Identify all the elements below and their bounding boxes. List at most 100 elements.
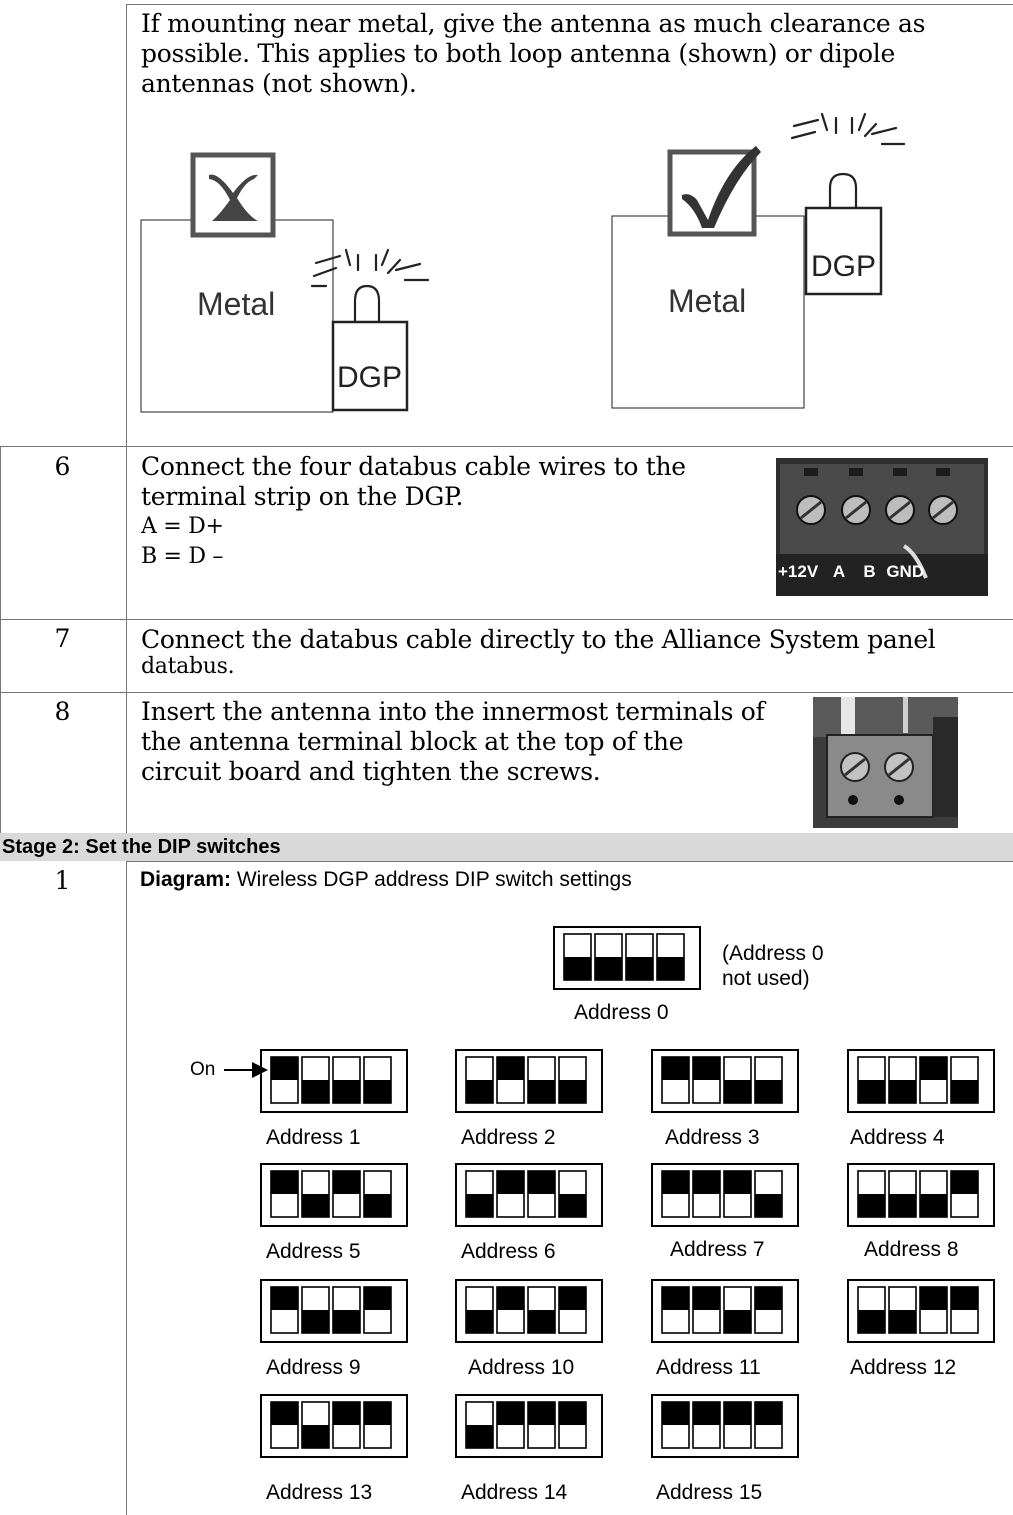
address-0-note-line: (Address 0 [722,942,824,965]
antenna-terminal-photo [813,697,958,828]
dip-toggle-4 [754,1056,783,1104]
dip-toggle-3 [527,1286,556,1334]
dip-toggle-2 [301,1286,330,1334]
address-label: Address 1 [266,1126,361,1149]
dip-toggle-2 [496,1170,525,1218]
diagram-title: Diagram: Wireless DGP address DIP switch… [140,866,632,894]
terminal-label: A [832,562,845,581]
dgp-label-left: DGP [337,361,402,394]
dgp-box-left [331,320,409,412]
dip-switch-frame [455,1163,603,1227]
dip-toggle-1 [465,1286,494,1334]
dip-switch-address-13 [260,1394,408,1458]
step-6-line: Connect the four databus cable wires to … [141,452,686,481]
dip-toggle-2 [301,1170,330,1218]
dip-toggle-3 [527,1170,556,1218]
address-label: Address 11 [656,1356,761,1379]
row-divider [0,692,1013,693]
dip-toggle-2 [888,1056,917,1104]
step-7-text: Connect the databus cable directly to th… [141,624,1011,679]
row-divider [0,619,1013,620]
step-8-line: the antenna terminal block at the top of… [141,727,684,756]
dip-toggle-2 [496,1056,525,1104]
dip-switch-address-5 [260,1163,408,1227]
dip-switch-address-15 [651,1394,799,1458]
dip-toggle-2 [888,1170,917,1218]
dip-toggle-2 [692,1170,721,1218]
dip-toggle-4 [950,1056,979,1104]
dip-switch-frame [455,1279,603,1343]
address-label: Address 2 [461,1126,556,1149]
address-label: Address 5 [266,1240,361,1263]
dip-toggle-4 [754,1170,783,1218]
dip-toggle-1 [661,1401,690,1449]
dip-toggle-3 [527,1056,556,1104]
cross-icon [190,152,276,238]
dip-toggle-1 [661,1170,690,1218]
dip-toggle-3 [723,1170,752,1218]
dip-switch-address-9 [260,1279,408,1343]
terminal-labels: +12V A B GND [778,562,924,582]
dip-toggle-4 [363,1401,392,1449]
dip-toggle-3 [723,1401,752,1449]
dip-toggle-4 [363,1170,392,1218]
dip-switch-address-1 [260,1049,408,1113]
step-8-line: Insert the antenna into the innermost te… [141,697,765,726]
dip-toggle-3 [332,1286,361,1334]
dip-toggle-1 [465,1056,494,1104]
address-label: Address 0 [574,1001,669,1024]
dip-switch-frame [651,1049,799,1113]
intro-line: antennas (not shown). [141,69,417,98]
stage-2-step-number: 1 [54,866,71,895]
terminal-label: GND [886,562,925,581]
step-6-line: B = D – [141,544,224,569]
loop-antenna-icon [353,284,381,322]
dip-toggle-4 [558,1401,587,1449]
dip-switch-address-14 [455,1394,603,1458]
dip-toggle-1 [270,1170,299,1218]
address-label: Address 15 [656,1481,763,1504]
dip-toggle-1 [661,1056,690,1104]
dip-toggle-4 [950,1286,979,1334]
dip-switch-frame [847,1163,995,1227]
terminal-label: B [863,562,876,581]
dip-toggle-2 [692,1286,721,1334]
dgp-box-right [804,206,883,296]
address-label: Address 8 [864,1238,959,1261]
dip-switch-address-7 [651,1163,799,1227]
step-7-line: Connect the databus cable directly to th… [141,625,936,654]
address-label: Address 14 [461,1481,568,1504]
step-8-text: Insert the antenna into the innermost te… [141,697,801,787]
dip-switch-address-12 [847,1279,995,1343]
dip-toggle-1 [563,933,592,981]
dip-toggle-4 [363,1056,392,1104]
intro-line: If mounting near metal, give the antenna… [141,9,926,38]
dip-switch-address-3 [651,1049,799,1113]
stage-2-header: Stage 2: Set the DIP switches [0,833,1013,861]
arrow-right-icon [224,1062,268,1078]
row-divider [0,446,1013,447]
dip-switch-frame [260,1163,408,1227]
dip-toggle-3 [332,1170,361,1218]
row-divider [126,861,1013,862]
metal-clearance-figure: Metal DGP Metal DGP [140,112,906,413]
dip-toggle-3 [919,1056,948,1104]
column-divider [126,4,127,1515]
dgp-label-right: DGP [811,250,876,283]
dip-toggle-2 [594,933,623,981]
dip-toggle-2 [692,1401,721,1449]
dip-toggle-1 [465,1401,494,1449]
dip-toggle-3 [625,933,654,981]
dip-toggle-1 [465,1170,494,1218]
dip-toggle-2 [301,1056,330,1104]
dip-toggle-1 [857,1170,886,1218]
dip-toggle-4 [363,1286,392,1334]
address-0-note-line: not used) [722,967,810,990]
address-0-note: (Address 0 not used) [722,941,824,991]
address-label: Address 9 [266,1356,361,1379]
metal-box-left [140,219,334,413]
dip-switch-address-6 [455,1163,603,1227]
address-label: Address 12 [850,1356,957,1379]
address-label: Address 10 [468,1356,575,1379]
checkmark-icon [667,146,761,237]
